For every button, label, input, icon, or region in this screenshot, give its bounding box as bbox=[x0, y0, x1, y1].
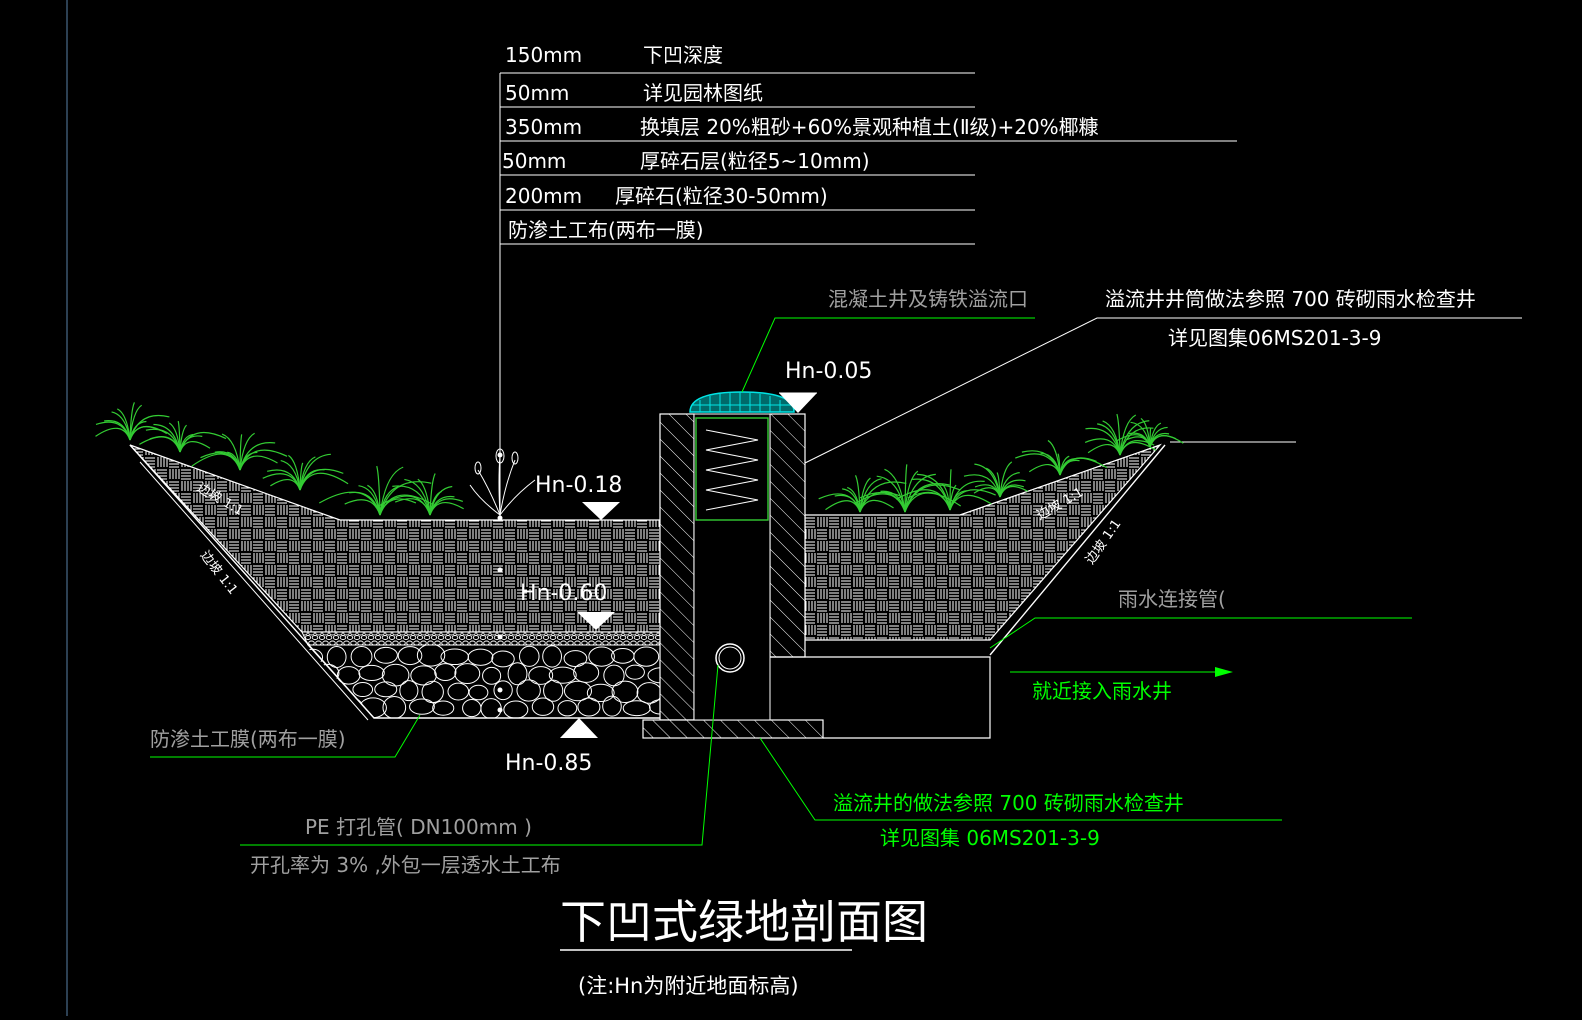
grass-icon bbox=[139, 420, 227, 453]
cobble-stone bbox=[622, 700, 651, 717]
drawing-title: 下凹式绿地剖面图 bbox=[560, 895, 928, 949]
overflow-well bbox=[642, 391, 991, 739]
cobble-stone bbox=[467, 648, 494, 666]
grass-icon bbox=[375, 473, 464, 516]
layer-legend bbox=[499, 72, 1237, 530]
elevation-hn-005: Hn-0.05 bbox=[785, 359, 872, 384]
grass-icon bbox=[191, 432, 288, 471]
grass-icon bbox=[963, 461, 1028, 498]
cobble-stone bbox=[602, 695, 622, 717]
cobble-stone bbox=[397, 646, 423, 666]
cobble-stone bbox=[611, 680, 639, 703]
cobble-stone bbox=[577, 697, 601, 717]
fine-gravel-layer bbox=[301, 631, 661, 646]
grate-icon bbox=[689, 391, 795, 413]
grass-icon bbox=[318, 465, 436, 516]
cobble-stone bbox=[352, 682, 374, 698]
label-membrane: 防渗土工膜(两布一膜) bbox=[150, 727, 346, 751]
cobble-stone bbox=[454, 663, 481, 685]
cobble-stone bbox=[468, 684, 489, 701]
layer-desc-5: 厚碎石(粒径30-50mm) bbox=[615, 184, 828, 208]
layer-desc-4: 厚碎石层(粒径5~10mm) bbox=[640, 149, 870, 173]
label-pe-pipe-1: PE 打孔管( DN100mm ) bbox=[305, 815, 532, 839]
cobble-stone bbox=[648, 699, 660, 715]
label-overflow-well-2: 详见图集 06MS201-3-9 bbox=[880, 826, 1100, 850]
cobble-stone bbox=[542, 645, 563, 668]
cobble-stone bbox=[399, 680, 419, 702]
cobble-stone bbox=[482, 666, 502, 685]
elevation-hn-085: Hn-0.85 bbox=[505, 751, 592, 776]
cobble-stone bbox=[563, 650, 588, 667]
layer-desc-1: 下凹深度 bbox=[643, 43, 723, 67]
pe-pipe-icon bbox=[715, 643, 745, 673]
grass-icon bbox=[95, 402, 170, 441]
layer-desc-2: 详见园林图纸 bbox=[643, 81, 763, 105]
cobble-stone bbox=[563, 680, 593, 702]
label-overflow-well-1: 溢流井的做法参照 700 砖砌雨水检查井 bbox=[833, 791, 1184, 815]
drawing-note: (注:Hn为附近地面标高) bbox=[578, 974, 799, 998]
layer-thickness-4: 50mm bbox=[502, 149, 566, 173]
cobble-stone bbox=[647, 667, 660, 684]
cobble-stone bbox=[350, 646, 373, 668]
label-overflow-shaft-2: 详见图集06MS201-3-9 bbox=[1168, 326, 1381, 350]
label-overflow-shaft-1: 溢流井井筒做法参照 700 砖砌雨水检查井 bbox=[1105, 287, 1476, 311]
cobble-stone bbox=[507, 662, 528, 686]
cobble-stone bbox=[586, 683, 615, 703]
layer-thickness-1: 150mm bbox=[505, 43, 582, 67]
cobble-stone bbox=[557, 700, 578, 717]
label-grate: 混凝土井及铸铁溢流口 bbox=[828, 287, 1028, 311]
layer-thickness-3: 350mm bbox=[505, 115, 582, 139]
cobble-stone bbox=[531, 697, 555, 716]
cobble-stone bbox=[434, 663, 457, 682]
cobble-stone bbox=[409, 698, 435, 715]
cobble-stone bbox=[358, 664, 385, 681]
cobble-stone bbox=[633, 646, 660, 667]
cobble-stone bbox=[493, 680, 513, 701]
cobble-stone bbox=[416, 645, 446, 667]
grass-icon bbox=[896, 469, 996, 511]
cobble-stone bbox=[528, 666, 554, 685]
cobble-stone bbox=[516, 679, 541, 702]
cobble-stone bbox=[410, 665, 437, 686]
grass-icon bbox=[1015, 439, 1108, 476]
layer-thickness-5: 200mm bbox=[505, 184, 582, 208]
cobble-stone bbox=[636, 682, 660, 704]
grass-icon bbox=[1116, 417, 1184, 448]
elevation-markers bbox=[560, 392, 817, 738]
layer-desc-6: 防渗土工布(两布一膜) bbox=[508, 218, 704, 242]
cobble-stone bbox=[432, 700, 455, 716]
cobble-stone bbox=[543, 679, 564, 702]
label-pe-pipe-2: 开孔率为 3% ,外包一层透水土工布 bbox=[250, 853, 561, 877]
elevation-hn-018: Hn-0.18 bbox=[535, 473, 622, 498]
grass-icon bbox=[1084, 413, 1157, 456]
grass-icon bbox=[262, 453, 349, 491]
grass-icon bbox=[818, 475, 907, 513]
cobble-stone bbox=[382, 696, 407, 718]
label-rain-pipe: 雨水连接管( bbox=[1118, 587, 1226, 611]
layer-thickness-2: 50mm bbox=[505, 81, 569, 105]
label-to-well: 就近接入雨水井 bbox=[1032, 679, 1172, 703]
coarse-gravel-layer bbox=[305, 644, 661, 719]
cobble-stone bbox=[625, 664, 645, 680]
cobble-stone bbox=[305, 679, 324, 699]
cobble-stone bbox=[373, 646, 398, 664]
basin-section bbox=[129, 441, 1296, 721]
lily-plant-icon bbox=[469, 448, 536, 516]
cobble-stone bbox=[503, 700, 529, 718]
plants bbox=[95, 402, 1184, 516]
cobble-stone bbox=[310, 696, 340, 717]
layer-desc-3: 换填层 20%粗砂+60%景观种植土(Ⅱ级)+20%椰糠 bbox=[640, 115, 1099, 139]
cobble-stone bbox=[519, 645, 540, 667]
cobble-stone bbox=[548, 666, 577, 684]
elevation-hn-060: Hn-0.60 bbox=[520, 581, 607, 606]
cobble-stone bbox=[374, 681, 398, 698]
cobble-stone bbox=[588, 646, 615, 667]
cobble-stone bbox=[491, 650, 515, 668]
leader-dots bbox=[497, 452, 503, 713]
cobble-stone bbox=[573, 662, 600, 683]
